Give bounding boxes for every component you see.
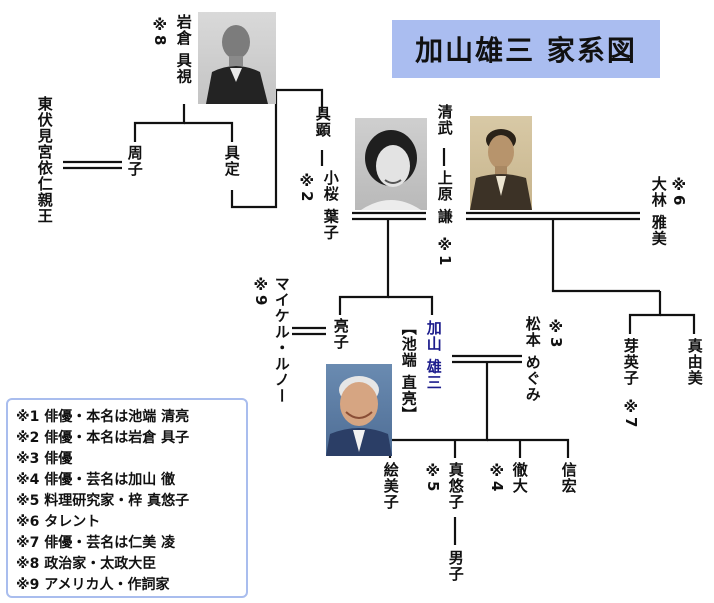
tomosada-name: 具定: [222, 145, 241, 177]
iwakura-tomomi-photo: [198, 12, 276, 104]
ryoko-name: 亮子: [331, 318, 350, 350]
legend-item: ※6 タレント: [16, 514, 101, 530]
lunot-name: マイケル・ルノー: [272, 276, 291, 404]
kayama-yuzo-photo: [326, 364, 392, 456]
legend-item: ※8 政治家・太政大臣: [16, 556, 157, 572]
iwakura-tomomi-name: 岩倉 具視: [174, 14, 193, 85]
legend-box: ※1 俳優・本名は池端 清亮 ※2 俳優・本名は岩倉 具子 ※3 俳優 ※4 俳…: [6, 398, 248, 598]
matsumoto-name: 松本 めぐみ: [523, 316, 542, 403]
iwakura-tomomi-mark: ※8: [150, 16, 169, 47]
ohbayashi-mark: ※6: [669, 176, 688, 207]
koyuki-mark: ※2: [297, 172, 316, 203]
koyuki-name: 小桜 葉子: [321, 170, 340, 241]
meiko-mark: ※7: [621, 398, 640, 429]
uehara-ken-photo: [470, 116, 532, 210]
meiko-name: 芽英子: [621, 338, 640, 386]
son-name: 男子: [446, 550, 465, 582]
kiyotake-name: 清武: [435, 104, 454, 136]
matsumoto-mark: ※3: [546, 318, 565, 349]
mayuko-name: 真悠子: [446, 462, 465, 510]
legend-item: ※2 俳優・本名は岩倉 具子: [16, 430, 190, 446]
page-title: 加山雄三 家系図: [392, 20, 660, 78]
higashifushimi-name: 東伏見宮依仁親王: [35, 96, 54, 224]
nobuhiro-name: 信宏: [559, 462, 578, 494]
tomoaki-name: 具顕: [313, 106, 332, 138]
uehara-name: 上原 謙: [435, 170, 454, 225]
shu-name: 周子: [125, 145, 144, 177]
mayumi-name: 真由美: [685, 338, 704, 386]
emiko-name: 絵美子: [381, 462, 400, 510]
legend-item: ※1 俳優・本名は池端 清亮: [16, 409, 190, 425]
legend-item: ※4 俳優・芸名は加山 徹: [16, 472, 176, 488]
kayama-name: 加山 雄三: [424, 320, 443, 391]
uehara-mark: ※1: [435, 236, 454, 267]
legend-item: ※7 俳優・芸名は仁美 凌: [16, 535, 176, 551]
mayuko-mark: ※5: [423, 462, 442, 493]
legend-item: ※5 料理研究家・梓 真悠子: [16, 493, 190, 509]
kayama-real-name: 【池端 直亮】: [399, 320, 418, 423]
legend-item: ※9 アメリカ人・作詞家: [16, 577, 170, 593]
lunot-mark: ※9: [251, 276, 270, 307]
tetsuhiro-mark: ※4: [487, 462, 506, 493]
ohbayashi-name: 大林 雅美: [649, 176, 668, 247]
koyuki-yoko-photo: [355, 118, 427, 210]
tetsuhiro-name: 徹大: [510, 462, 529, 494]
legend-item: ※3 俳優: [16, 451, 73, 467]
